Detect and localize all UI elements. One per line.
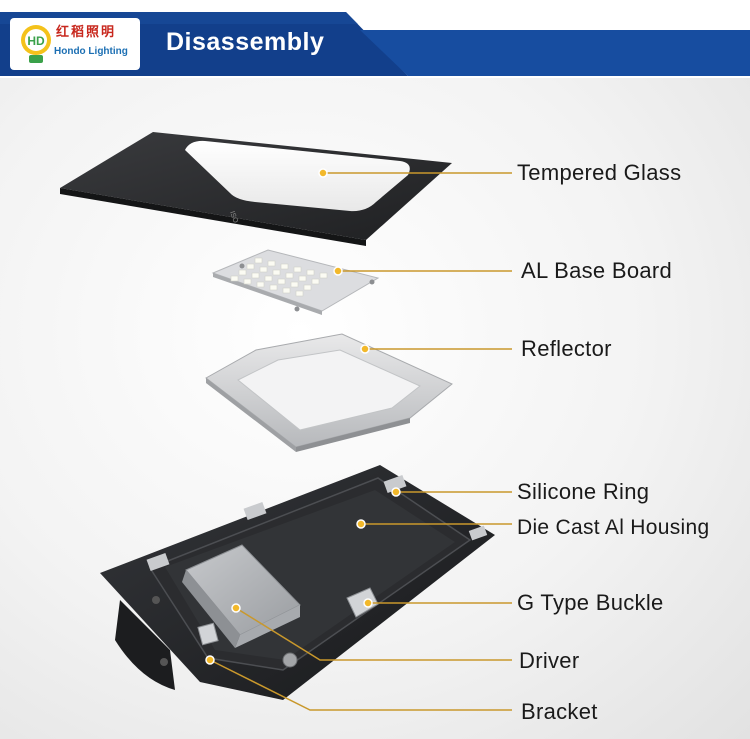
label-al-base-board: AL Base Board [521, 258, 673, 283]
leader-driver [235, 607, 512, 661]
callout-dot [356, 519, 366, 529]
g-type-buckle-part [197, 587, 379, 646]
bulb-logo-icon: HD [21, 25, 51, 63]
reflector-part [205, 333, 453, 452]
svg-text:HD: HD [27, 34, 45, 48]
label-driver: Driver [519, 648, 580, 673]
al-base-board-part [211, 249, 380, 315]
callout-dot [360, 344, 370, 354]
leader-bracket [209, 659, 512, 711]
label-silicone-ring: Silicone Ring [517, 479, 650, 504]
tempered-glass-part: ISO [60, 132, 452, 246]
label-bracket: Bracket [521, 699, 598, 724]
callout-dot [205, 655, 215, 665]
svg-text:ISO: ISO [228, 210, 239, 224]
callout-dot [363, 598, 373, 608]
logo-chinese-name: 红稻照明 [56, 25, 117, 40]
logo-english-name: Hondo Lighting [54, 46, 128, 57]
page-title: Disassembly [166, 28, 325, 56]
label-tempered-glass: Tempered Glass [517, 160, 682, 185]
callout-dot [318, 168, 328, 178]
driver-part [182, 544, 301, 648]
label-g-type-buckle: G Type Buckle [517, 590, 664, 615]
label-reflector: Reflector [521, 336, 612, 361]
callout-dot [391, 487, 401, 497]
brand-logo: HD 红稻照明 Hondo Lighting [10, 18, 140, 70]
callout-dot [231, 603, 241, 613]
label-die-cast-housing: Die Cast Al Housing [517, 516, 710, 539]
callout-dot [333, 266, 343, 276]
header-bar: HD 红稻照明 Hondo Lighting Disassembly [0, 0, 750, 78]
